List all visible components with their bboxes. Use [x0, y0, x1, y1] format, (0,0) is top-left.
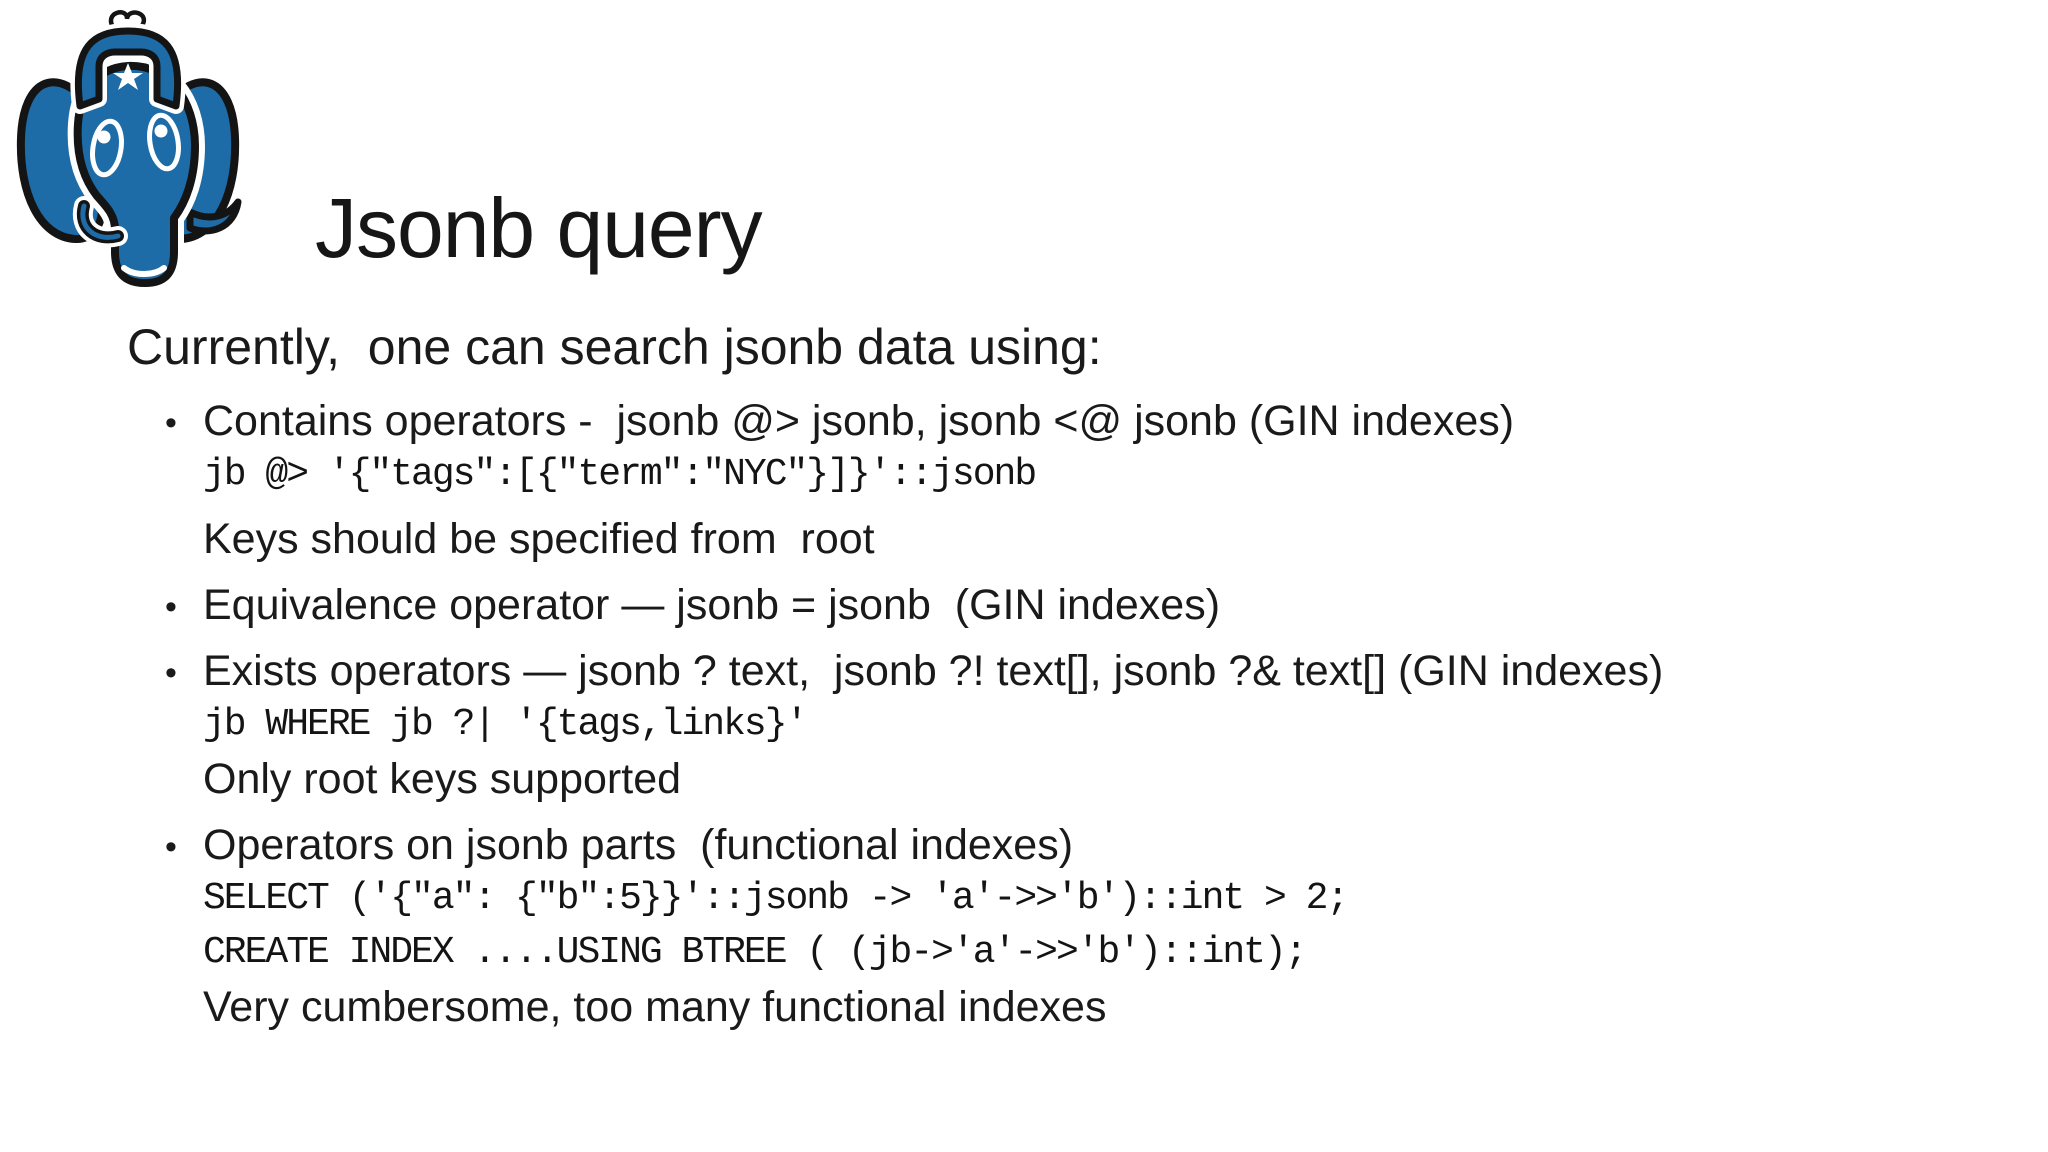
bullet-contains-operators: • Contains operators - jsonb @> jsonb, j… — [127, 394, 1947, 566]
code-example: jb WHERE jb ?| '{tags,links}' — [203, 703, 808, 746]
postgresql-elephant-icon — [12, 6, 244, 293]
code-example: SELECT ('{"a": {"b":5}}'::jsonb -> 'a'->… — [203, 877, 1349, 920]
bullet-note: Very cumbersome, too many functional ind… — [203, 983, 1107, 1031]
bullet-equivalence-operator: • Equivalence operator — jsonb = jsonb (… — [127, 578, 1947, 632]
bullet-main-text: Contains operators - jsonb @> jsonb, jso… — [203, 397, 1515, 445]
slide-body: Currently, one can search jsonb data usi… — [127, 316, 1947, 1034]
bullet-note: Keys should be specified from root — [203, 515, 875, 563]
bullet-dot: • — [165, 654, 177, 692]
code-example: jb @> '{"tags":[{"term":"NYC"}]}'::jsonb — [203, 453, 1037, 496]
bullet-dot: • — [165, 588, 177, 626]
code-example: CREATE INDEX ....USING BTREE ( (jb->'a'-… — [203, 931, 1308, 974]
bullet-main-text: Exists operators — jsonb ? text, jsonb ?… — [203, 647, 1664, 695]
bullet-exists-operators: • Exists operators — jsonb ? text, jsonb… — [127, 644, 1947, 806]
intro-text: Currently, one can search jsonb data usi… — [127, 319, 1102, 375]
bullet-dot: • — [165, 828, 177, 866]
bullet-operators-on-parts: • Operators on jsonb parts (functional i… — [127, 818, 1947, 1034]
bullet-main-text: Operators on jsonb parts (functional ind… — [203, 821, 1074, 869]
bullet-dot: • — [165, 404, 177, 442]
page-title: Jsonb query — [315, 181, 763, 276]
bullet-note: Only root keys supported — [203, 755, 682, 803]
bullet-main-text: Equivalence operator — jsonb = jsonb (GI… — [203, 581, 1221, 629]
